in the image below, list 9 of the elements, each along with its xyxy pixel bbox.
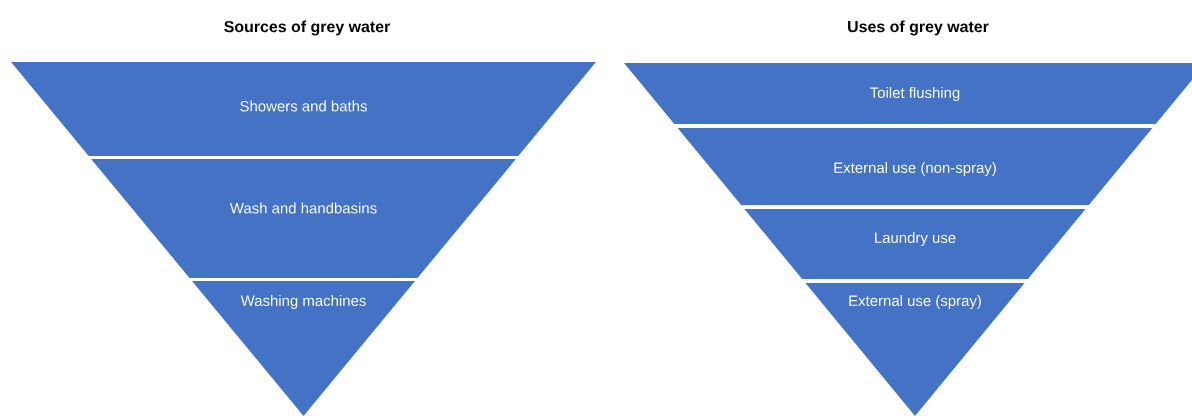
pyramid-band: External use (spray)	[805, 283, 1025, 416]
pyramid-band: Washing machines	[192, 281, 415, 416]
heading: Sources of grey water	[224, 20, 391, 36]
heading: Uses of grey water	[848, 20, 989, 36]
pyramid-band: Toilet flushing	[624, 63, 1192, 124]
pyramid-band: Showers and baths	[11, 62, 596, 156]
pyramid-band: Wash and handbasins	[91, 159, 516, 278]
pyramid-band: External use (non-spray)	[677, 128, 1153, 205]
pyramid-band: Laundry use	[744, 209, 1086, 279]
